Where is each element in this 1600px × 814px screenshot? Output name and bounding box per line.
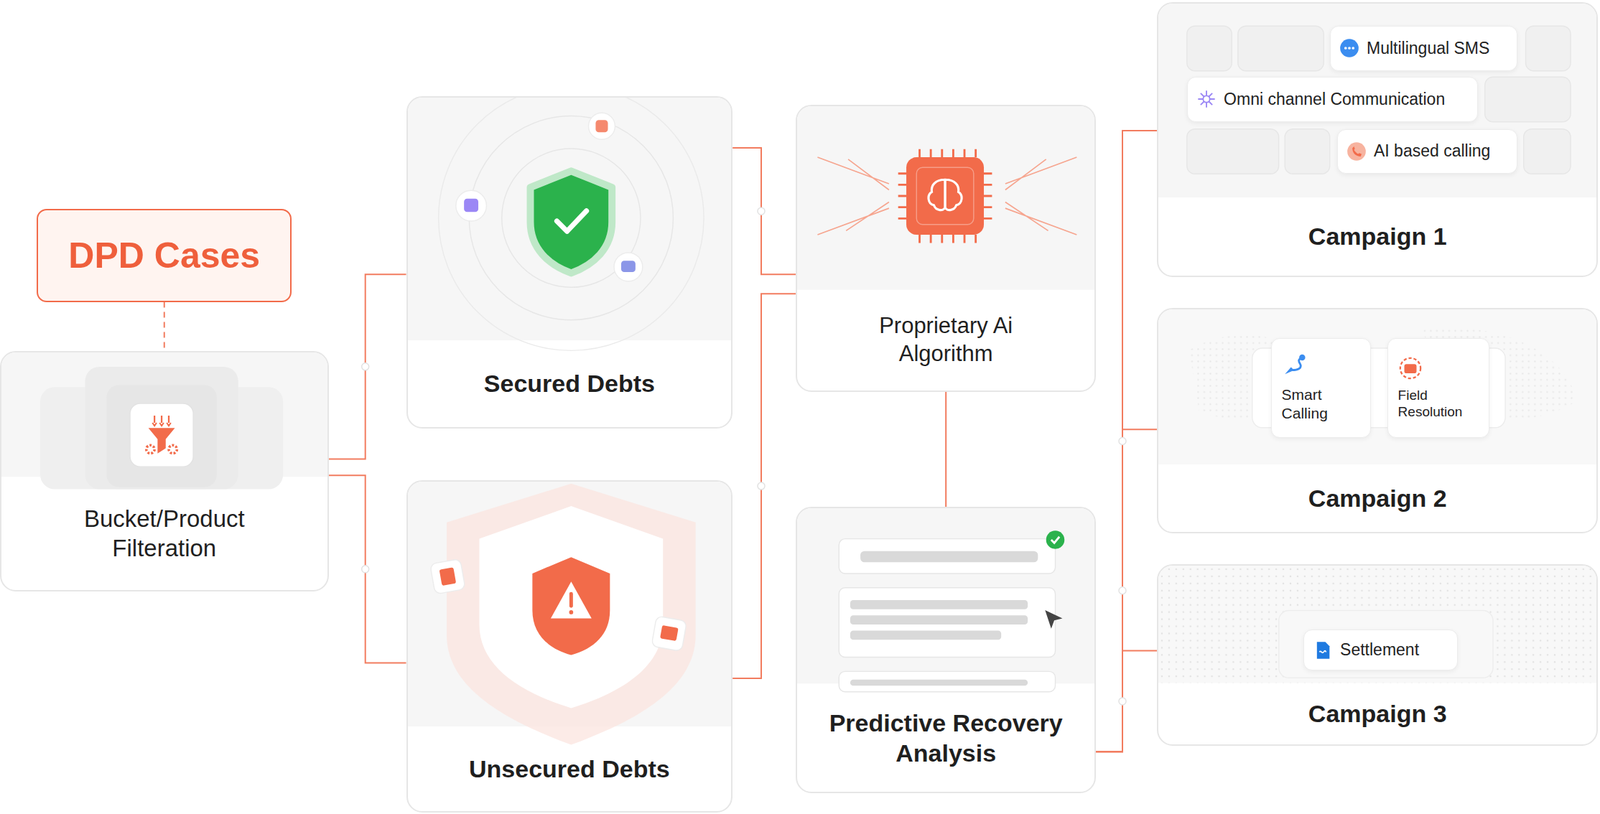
campaign-card: Campaign 2 Smart Calling Field Resolution bbox=[1156, 308, 1598, 534]
connector bbox=[328, 274, 407, 459]
category-card: Secured Debts bbox=[406, 96, 734, 429]
connector bbox=[163, 302, 166, 352]
campaign-card: Campaign 3 Settlement bbox=[1156, 564, 1598, 747]
chip-icon bbox=[1312, 640, 1333, 661]
connector bbox=[1095, 429, 1157, 752]
analysis-card: Predictive Recovery Analysis bbox=[795, 507, 1096, 794]
connector bbox=[1095, 130, 1157, 752]
node-label: Unsecured Debts bbox=[415, 726, 725, 812]
junction-dot bbox=[757, 482, 765, 490]
chip-icon bbox=[1346, 141, 1367, 162]
junction-dot bbox=[361, 363, 370, 371]
tile-icon bbox=[1398, 356, 1423, 381]
connector bbox=[1095, 651, 1157, 753]
junction-dot bbox=[1118, 698, 1127, 706]
junction-dot bbox=[361, 565, 370, 574]
node-label: DPD Cases bbox=[68, 234, 260, 277]
node-label: Smart Calling bbox=[1281, 385, 1361, 422]
channel-chip: AI based calling bbox=[1337, 129, 1519, 175]
node-label: Campaign 2 bbox=[1165, 464, 1590, 533]
node-label: Bucket/Product Filteration bbox=[8, 476, 321, 591]
node-label: Secured Debts bbox=[415, 340, 725, 428]
node-label: Campaign 3 bbox=[1165, 682, 1590, 745]
channel-tile: Field Resolution bbox=[1387, 338, 1490, 439]
junction-dot bbox=[757, 207, 765, 215]
connector bbox=[732, 293, 796, 679]
junction-dot bbox=[1118, 438, 1127, 446]
node-label: Field Resolution bbox=[1398, 387, 1479, 421]
connector bbox=[328, 475, 407, 663]
channel-tile: Smart Calling bbox=[1271, 338, 1371, 439]
tile-icon bbox=[1281, 354, 1307, 379]
node-label: Multilingual SMS bbox=[1366, 38, 1490, 59]
campaign-card: Campaign 1 Multilingual SMS Omni channel C… bbox=[1156, 2, 1598, 278]
junction-dot bbox=[1118, 587, 1127, 595]
connector bbox=[945, 392, 947, 508]
channel-chip: Multilingual SMS bbox=[1329, 25, 1518, 72]
algorithm-card: Proprietary Ai Algorithm bbox=[795, 104, 1096, 392]
node-label: AI based calling bbox=[1373, 141, 1491, 161]
connector bbox=[732, 147, 796, 275]
category-card: Unsecured Debts bbox=[406, 480, 734, 813]
filter-card: Bucket/Product Filteration bbox=[0, 351, 329, 592]
node-label: Campaign 1 bbox=[1165, 197, 1590, 277]
channel-chip: Omni channel Communication bbox=[1187, 76, 1478, 123]
node-label: Omni channel Communication bbox=[1223, 89, 1445, 110]
node-label: Proprietary Ai Algorithm bbox=[804, 290, 1088, 391]
chip-icon bbox=[1339, 38, 1360, 59]
start-box: DPD Cases bbox=[36, 208, 292, 302]
node-label: Settlement bbox=[1340, 640, 1420, 660]
chip-icon bbox=[1196, 89, 1217, 110]
node-label: Predictive Recovery Analysis bbox=[804, 684, 1088, 793]
settlement-chip: Settlement bbox=[1303, 629, 1458, 671]
